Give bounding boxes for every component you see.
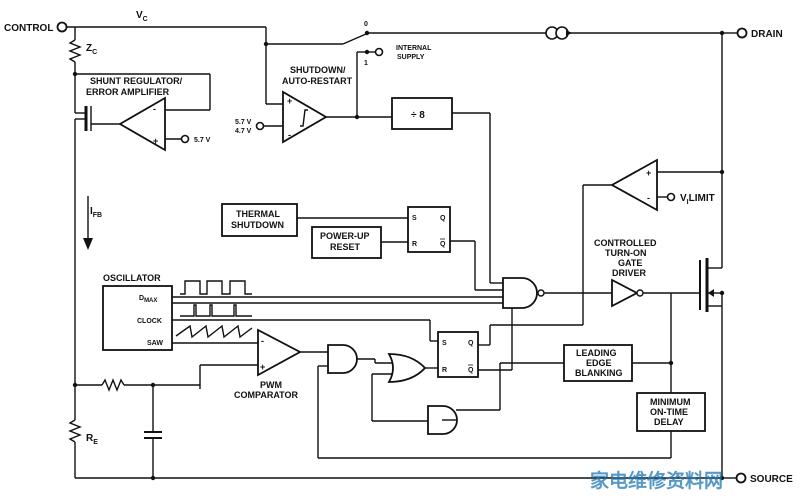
svg-text:+: + [260, 362, 265, 372]
control-pin: CONTROL [4, 21, 68, 34]
or-gate [371, 353, 438, 422]
current-limit-comparator: + - VILIMIT [477, 158, 725, 346]
re-label: RE [86, 433, 98, 446]
svg-text:1: 1 [364, 60, 368, 67]
ref-5v7: 5.7 V [194, 137, 211, 144]
and-gate-1 [317, 344, 375, 458]
error-amplifier: - + 5.7 V [118, 96, 211, 152]
rc-resistor [101, 378, 125, 392]
zc-resistor [68, 39, 82, 63]
ifb-arrow: IFB [83, 196, 102, 250]
svg-text:DMAX: DMAX [139, 295, 157, 304]
svg-text:R: R [442, 367, 447, 374]
zc-label: ZC [86, 43, 97, 56]
svg-text:Q: Q [468, 340, 474, 347]
svg-text:Q: Q [440, 241, 446, 248]
svg-text:R: R [412, 241, 417, 248]
power-mosfet [699, 258, 725, 478]
svg-text:Q: Q [468, 367, 474, 374]
drain-label: DRAIN [751, 29, 783, 40]
watermark-cn: 家电维修资料网 [590, 469, 723, 492]
svg-text:-: - [261, 336, 264, 346]
svg-text:IFB: IFB [90, 206, 102, 219]
oscillator-block: DMAX CLOCK SAW [102, 285, 173, 351]
vc-label: VC [136, 10, 148, 23]
svg-text:5.7 V: 5.7 V [235, 119, 252, 126]
svg-text:S: S [412, 215, 417, 222]
oscillator-label: OSCILLATOR [103, 273, 161, 283]
vilimit-label: VILIMIT [680, 193, 715, 206]
and-gate-main [502, 277, 612, 309]
shutdown-label: SHUTDOWN/AUTO-RESTART [282, 65, 353, 86]
svg-text:+: + [646, 168, 651, 178]
sr-latch-1: S R Q Q [407, 206, 503, 291]
re-resistor [68, 419, 82, 443]
current-source-icon [545, 26, 572, 40]
source-pin: SOURCE [735, 472, 793, 485]
source-label: SOURCE [750, 474, 793, 485]
svg-text:÷ 8: ÷ 8 [411, 110, 425, 121]
drain-pin: DRAIN [736, 27, 783, 40]
svg-text:S: S [442, 340, 447, 347]
svg-text:-: - [647, 193, 650, 203]
shunt-regulator-label: SHUNT REGULATOR/ERROR AMPLIFIER [86, 76, 183, 97]
and-gate-2 [427, 405, 458, 435]
divide-by-8-block: ÷ 8 [391, 97, 503, 284]
watermark: 家电维修资料网 [590, 469, 723, 492]
svg-text:Q: Q [440, 215, 446, 222]
svg-text:-: - [288, 130, 291, 140]
svg-text:0: 0 [364, 21, 368, 28]
control-label: CONTROL [4, 23, 53, 34]
svg-text:+: + [287, 96, 292, 106]
svg-text:CLOCK: CLOCK [137, 318, 162, 325]
svg-text:SAW: SAW [147, 340, 163, 347]
svg-text:-: - [153, 104, 156, 114]
svg-text:4.7 V: 4.7 V [235, 128, 252, 135]
shutdown-comparator: + - 5.7 V 4.7 V [235, 52, 392, 144]
shunt-transistor [74, 74, 120, 385]
svg-text:+: + [153, 136, 158, 146]
sr-latch-2: S R Q Q [437, 297, 513, 378]
